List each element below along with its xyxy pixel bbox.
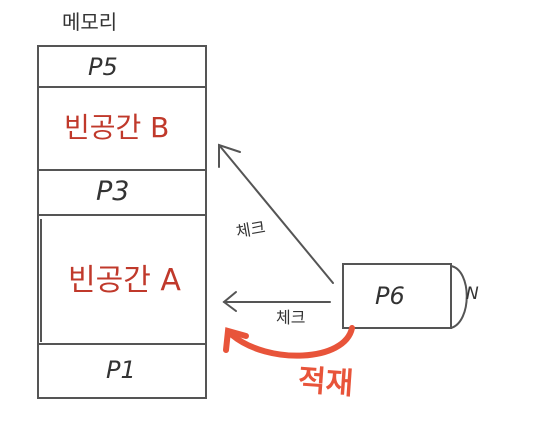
- segment-free-b-label: 빈공간 B: [64, 111, 170, 144]
- segment-p5-label: P5: [88, 53, 118, 81]
- size-brace: [450, 265, 468, 329]
- segment-free-a-label: 빈공간 A: [68, 263, 181, 298]
- arrowhead-to-free-a: [222, 291, 237, 312]
- segment-p3-label: P3: [96, 176, 130, 207]
- load-arrow-curve: [229, 325, 355, 359]
- load-arrow: [223, 325, 355, 359]
- memory-title: 메모리: [62, 10, 118, 34]
- check-label-lower: 체크: [276, 308, 306, 327]
- process-label: P6: [375, 282, 405, 310]
- process-size-label: N: [466, 284, 479, 304]
- memory-block: [37, 45, 207, 399]
- process-block: [342, 263, 468, 329]
- load-label: 적재: [296, 363, 355, 402]
- process-outline: [342, 263, 452, 329]
- memory-outline: [37, 45, 207, 399]
- arrowhead-to-free-b: [218, 143, 241, 168]
- arrow-to-free-b: [218, 144, 334, 284]
- load-arrow-head: [223, 327, 249, 353]
- check-arrows: [218, 143, 334, 312]
- segment-p1-label: P1: [106, 356, 136, 384]
